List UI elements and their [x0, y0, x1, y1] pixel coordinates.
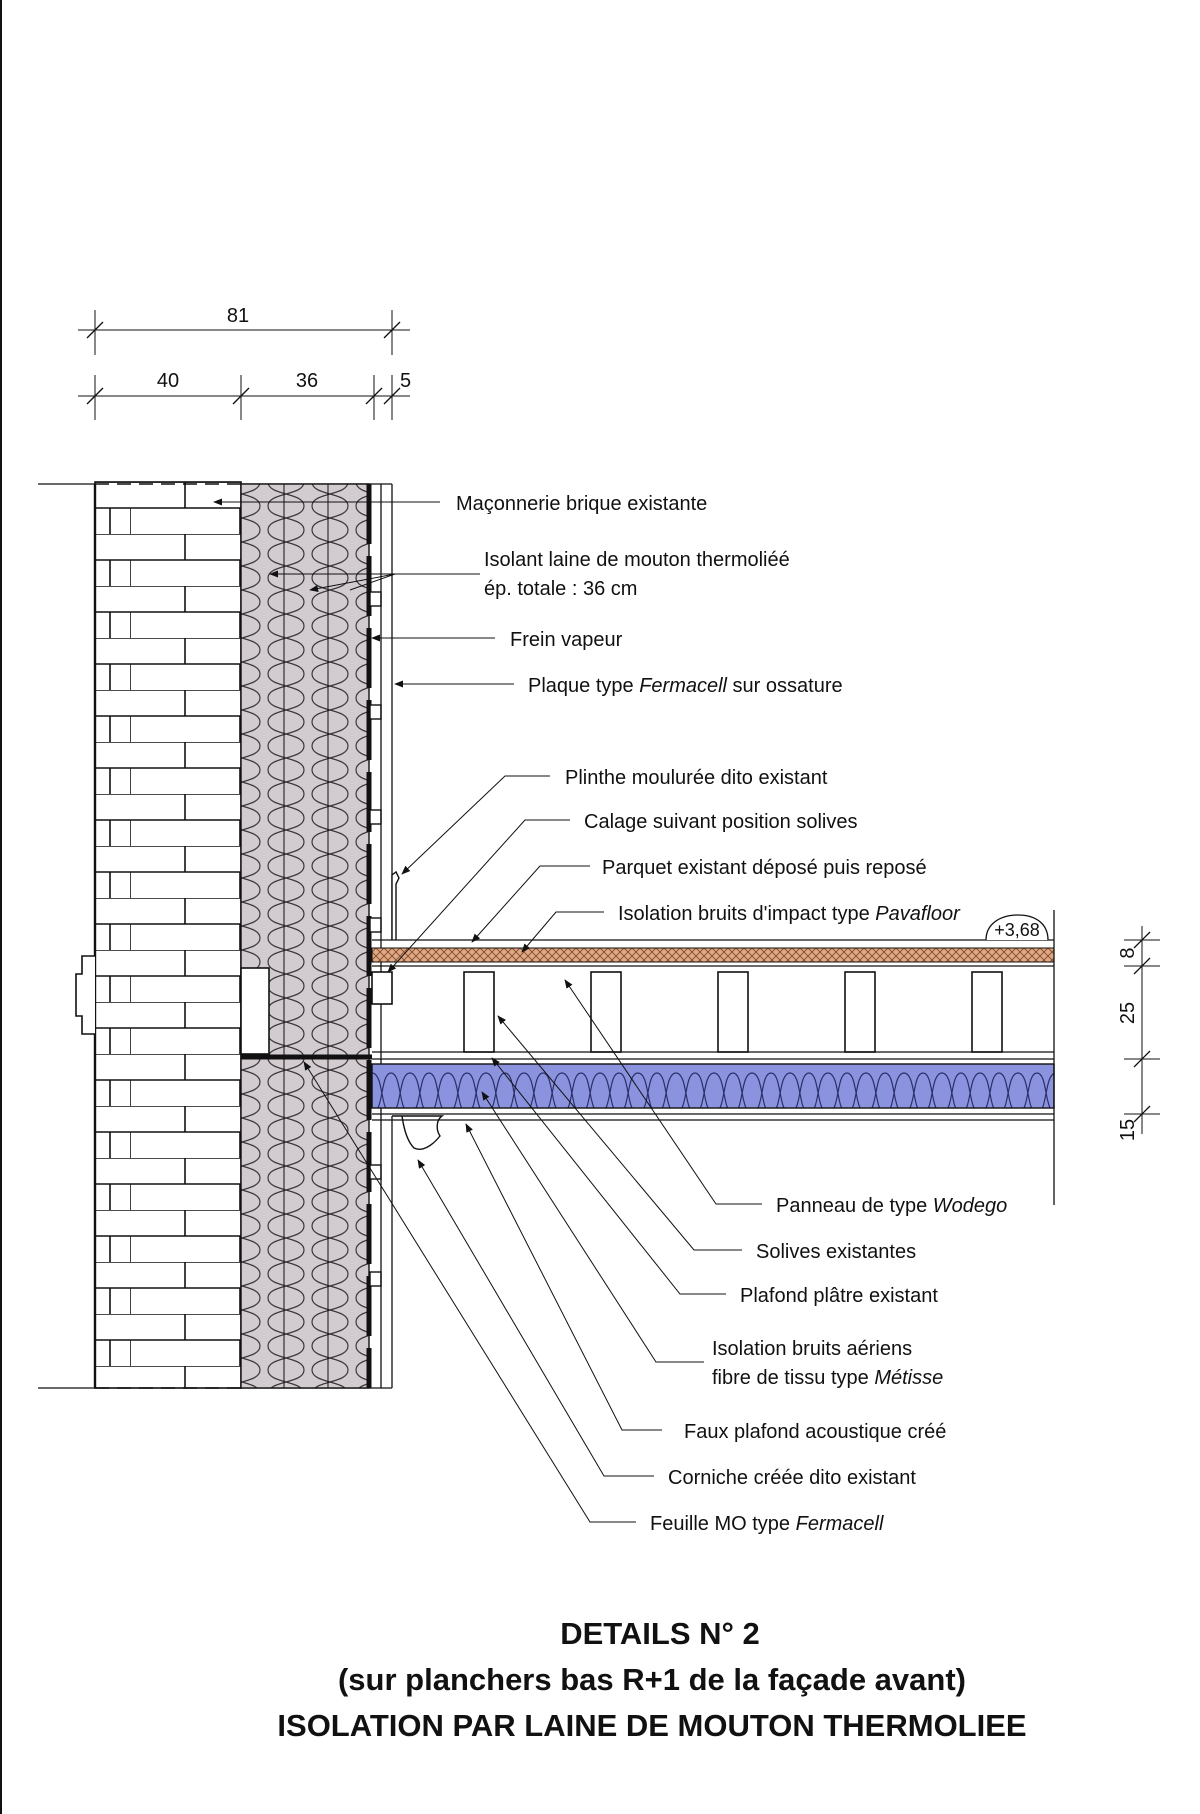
dim-lining: 5	[400, 370, 411, 392]
skirting	[391, 870, 400, 940]
cornice	[392, 1115, 445, 1150]
dim-floor-mid: 25	[1117, 1002, 1139, 1024]
acoustic-fibre	[371, 1063, 1055, 1109]
label-parquet: Parquet existant déposé puis reposé	[602, 857, 927, 879]
label-sheet: Feuille MO type Fermacell	[650, 1513, 884, 1535]
label-plate: Plaque type Fermacell sur ossature	[528, 675, 843, 697]
title-line-3: ISOLATION PAR LAINE DE MOUTON THERMOLIEE	[277, 1708, 1026, 1743]
label-shim: Calage suivant position solives	[584, 811, 858, 833]
level-marker	[985, 914, 1049, 941]
label-airborne-2: fibre de tissu type Métisse	[712, 1367, 943, 1389]
wool-insulation	[240, 483, 370, 1389]
floor-section: +3,68	[371, 910, 1055, 1205]
dim-total: 81	[227, 305, 249, 327]
label-cornice: Corniche créée dito existant	[668, 1467, 916, 1489]
beam-pocket	[240, 967, 270, 1055]
level-mark-text: +3,68	[994, 920, 1040, 940]
shim-block	[371, 971, 393, 1005]
dim-floor-top: 8	[1117, 947, 1139, 958]
label-vapour: Frein vapeur	[510, 629, 623, 651]
label-airborne-1: Isolation bruits aériens	[712, 1338, 912, 1360]
title-line-2: (sur planchers bas R+1 de la façade avan…	[338, 1662, 966, 1697]
top-dimensions: 81 40 36 5	[78, 305, 411, 420]
title-line-1: DETAILS N° 2	[560, 1616, 760, 1651]
label-impact: Isolation bruits d'impact type Pavafloor	[618, 903, 961, 925]
dim-insulation: 36	[296, 370, 318, 392]
wall-section	[38, 481, 445, 1389]
dim-floor-bottom: 15	[1117, 1119, 1139, 1141]
joists	[463, 971, 1003, 1053]
label-false-ceiling: Faux plafond acoustique créé	[684, 1421, 946, 1443]
labels: Maçonnerie brique existante Isolant lain…	[456, 493, 1007, 1535]
floor-dimensions: 8 25 15	[1117, 926, 1160, 1141]
label-masonry: Maçonnerie brique existante	[456, 493, 707, 515]
label-insulation-2: ép. totale : 36 cm	[484, 578, 637, 600]
label-ceiling: Plafond plâtre existant	[740, 1285, 938, 1307]
label-insulation-1: Isolant laine de mouton thermoliéé	[484, 549, 790, 571]
label-skirting: Plinthe moulurée dito existant	[565, 767, 828, 789]
dim-masonry: 40	[157, 370, 179, 392]
label-joists: Solives existantes	[756, 1241, 916, 1263]
framing-studs	[369, 591, 382, 1287]
title-block: DETAILS N° 2 (sur planchers bas R+1 de l…	[277, 1616, 1026, 1743]
impact-insulation	[371, 947, 1055, 963]
label-panel: Panneau de type Wodego	[776, 1195, 1007, 1217]
leader-lines	[213, 498, 762, 1523]
exterior-moulding	[75, 955, 95, 1035]
brick-masonry	[94, 481, 242, 1389]
